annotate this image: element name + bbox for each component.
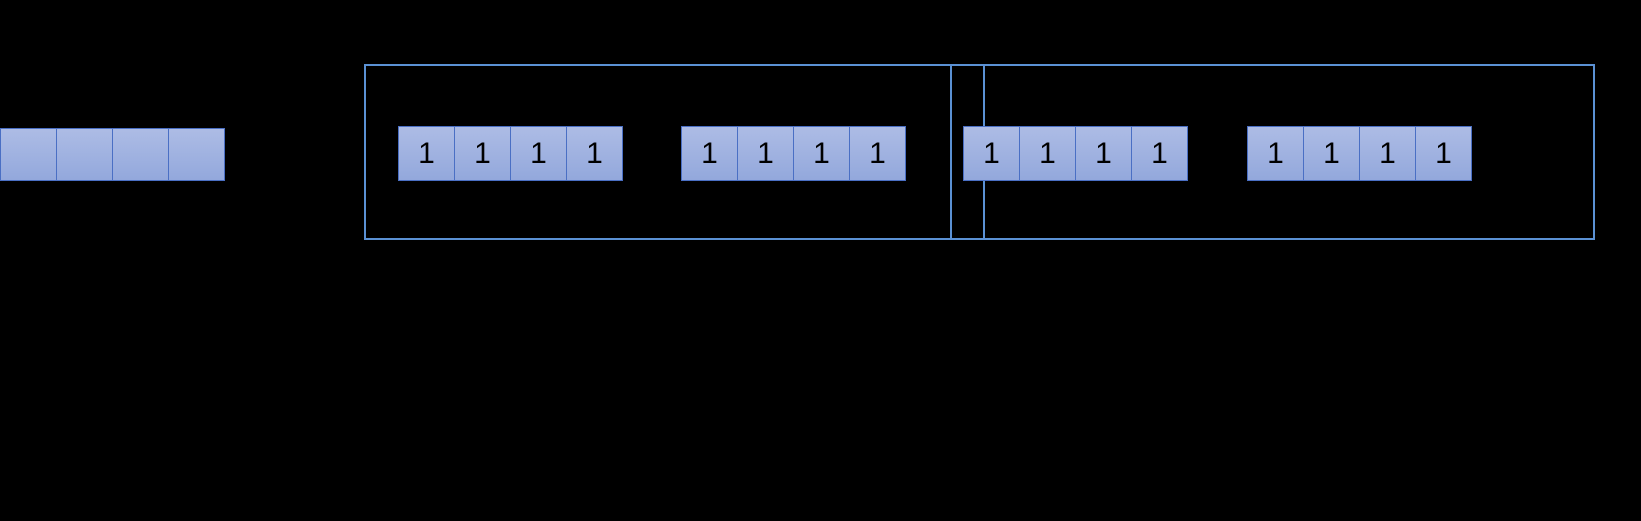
array-cell: 1 [1019,126,1076,181]
array-cell [56,128,113,181]
array-cell [112,128,169,181]
array-cell: 1 [963,126,1020,181]
array-group-source [0,128,225,181]
array-cell: 1 [510,126,567,181]
array-cell: 1 [1415,126,1472,181]
array-cell: 1 [454,126,511,181]
array-cell: 1 [566,126,623,181]
region-box-b [950,64,1595,240]
array-cell: 1 [737,126,794,181]
array-cell [168,128,225,181]
array-cell: 1 [1359,126,1416,181]
array-cell: 1 [1131,126,1188,181]
array-cell [0,128,57,181]
array-cell: 1 [793,126,850,181]
array-cell: 1 [1075,126,1132,181]
array-cell: 1 [398,126,455,181]
array-cell: 1 [1247,126,1304,181]
array-cell: 1 [681,126,738,181]
array-cell: 1 [1303,126,1360,181]
array-cell: 1 [849,126,906,181]
